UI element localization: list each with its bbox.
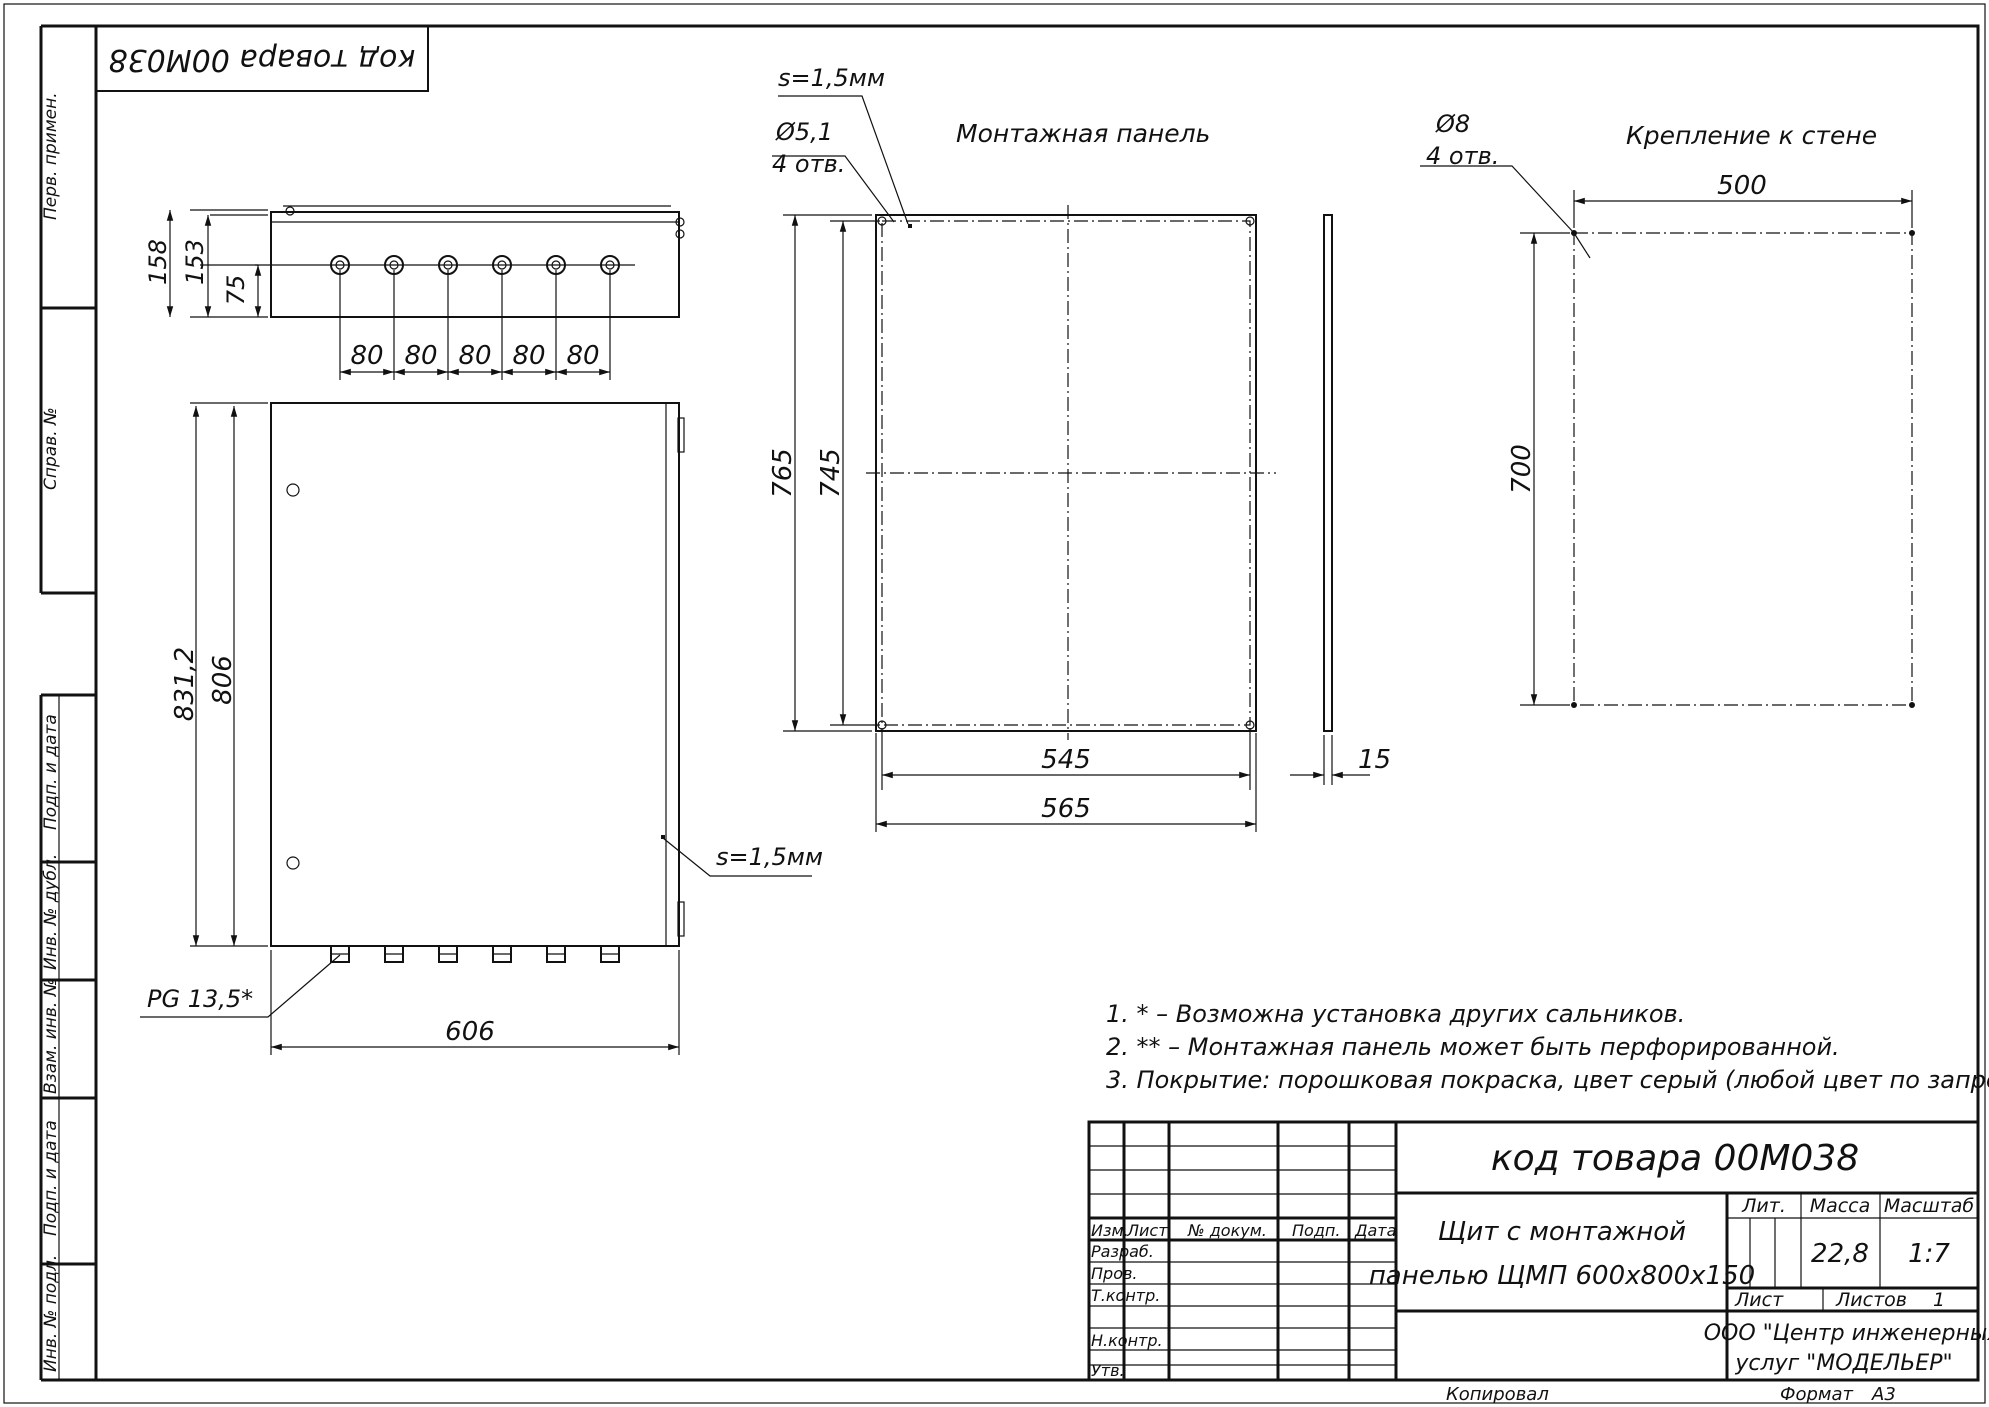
side-label-vzam-inv: Взам. инв. №: [41, 979, 61, 1094]
dim-565: 565: [1041, 794, 1091, 824]
row-utv: Утв.: [1091, 1361, 1125, 1380]
row-razrab: Разраб.: [1091, 1242, 1154, 1261]
front-view: [270, 402, 685, 947]
code-box: [95, 25, 429, 92]
mounting-panel-title: Монтажная панель: [956, 119, 1210, 148]
side-label-perv-primen: Перв. примен.: [41, 92, 61, 220]
gland-label: PG 13,5*: [147, 985, 253, 1013]
pitch-label: 80: [404, 341, 437, 371]
mounting-panel-dimensions: [772, 95, 1370, 832]
bottom-gland: [438, 945, 458, 963]
mass-label: Масса: [1810, 1195, 1871, 1217]
dim-765: 765: [768, 448, 798, 498]
top-view: [255, 205, 685, 318]
pitch-label: 80: [458, 341, 491, 371]
side-label-inv-podl: Инв. № подл.: [41, 1255, 61, 1372]
scale-value: 1:7: [1908, 1239, 1950, 1269]
pitch-label: 80: [350, 341, 383, 371]
side-label-podp-data-1: Подп. и дата: [41, 714, 61, 830]
dim-606: 606: [445, 1017, 495, 1047]
wall-hole-dia: Ø8: [1435, 110, 1470, 138]
lit-label: Лит.: [1741, 1195, 1786, 1217]
pitch-dimensions: 80 80 80 80 80: [339, 270, 611, 380]
dim-15: 15: [1358, 745, 1391, 775]
panel-thickness-label: s=1,5мм: [778, 64, 885, 92]
col-izm: Изм.: [1091, 1221, 1129, 1240]
dim-745: 745: [816, 448, 846, 498]
dim-700: 700: [1507, 444, 1537, 494]
note-1: 1. * – Возможна установка других сальник…: [1106, 1000, 1685, 1028]
scale-label: Масштаб: [1884, 1195, 1975, 1217]
col-sign: Подп.: [1292, 1221, 1340, 1240]
front-thickness-label: s=1,5мм: [716, 843, 823, 871]
mounting-panel: [866, 205, 1333, 740]
copied-label: Копировал: [1446, 1384, 1549, 1405]
pitch-label: 80: [512, 341, 545, 371]
dim-75: 75: [222, 275, 250, 306]
dim-831: 831,2: [170, 647, 200, 721]
sheets-value: 1: [1933, 1289, 1945, 1311]
org-line2: услуг "МОДЕЛЬЕР": [1734, 1351, 1952, 1376]
wall-hole-count: 4 отв.: [1426, 142, 1499, 170]
row-tkontr: Т.контр.: [1091, 1286, 1160, 1305]
bottom-gland: [330, 945, 350, 963]
title-block: [1087, 1120, 1980, 1382]
product-name-line1: Щит с монтажной: [1438, 1217, 1686, 1247]
dim-153: 153: [181, 239, 209, 285]
front-view-dimensions: [140, 402, 812, 1055]
format-label: Формат: [1780, 1384, 1854, 1405]
bottom-gland: [384, 945, 404, 963]
dim-500: 500: [1717, 171, 1767, 201]
outer-frame: [3, 3, 1986, 1404]
sheets-label: Листов: [1835, 1289, 1907, 1311]
pitch-label: 80: [566, 341, 599, 371]
panel-hole-count: 4 отв.: [772, 150, 845, 178]
bottom-gland: [492, 945, 512, 963]
wall-mount-pattern: [1571, 230, 1915, 708]
org-line1: ООО "Центр инженерных: [1704, 1321, 1989, 1346]
side-label-inv-dubl: Инв. № дубл.: [41, 854, 61, 970]
wall-mount-title: Крепление к стене: [1626, 121, 1877, 150]
dim-158: 158: [144, 239, 172, 285]
bottom-gland: [546, 945, 566, 963]
row-nkontr: Н.контр.: [1091, 1331, 1163, 1350]
side-label-sprav-no: Справ. №: [41, 407, 61, 490]
col-date: Дата: [1354, 1221, 1396, 1240]
col-doc: № докум.: [1187, 1221, 1267, 1240]
inner-frame: [94, 24, 1980, 1382]
bottom-gland: [600, 945, 620, 963]
sheet-label: Лист: [1734, 1289, 1784, 1311]
note-2: 2. ** – Монтажная панель может быть перф…: [1106, 1033, 1840, 1061]
side-label-podp-data-2: Подп. и дата: [41, 1120, 61, 1236]
mass-value: 22,8: [1811, 1239, 1869, 1269]
note-3: 3. Покрытие: порошковая покраска, цвет с…: [1106, 1066, 1989, 1094]
dim-545: 545: [1041, 745, 1091, 775]
top-view-dimensions: [166, 209, 268, 318]
format-value: А3: [1871, 1384, 1896, 1405]
dim-806: 806: [208, 655, 238, 705]
product-name-line2: панелью ЩМП 600х800х150: [1369, 1261, 1755, 1291]
col-list: Лист: [1126, 1221, 1168, 1240]
wall-mount-dimensions: [1420, 165, 1913, 706]
panel-hole-dia: Ø5,1: [775, 118, 833, 146]
row-prov: Пров.: [1091, 1264, 1138, 1283]
side-column-strip: [39, 24, 96, 1382]
title-code: код товара 00М038: [1491, 1138, 1859, 1179]
bottom-glands: [330, 945, 620, 963]
code-box-text: код товара 00М038: [109, 42, 416, 77]
